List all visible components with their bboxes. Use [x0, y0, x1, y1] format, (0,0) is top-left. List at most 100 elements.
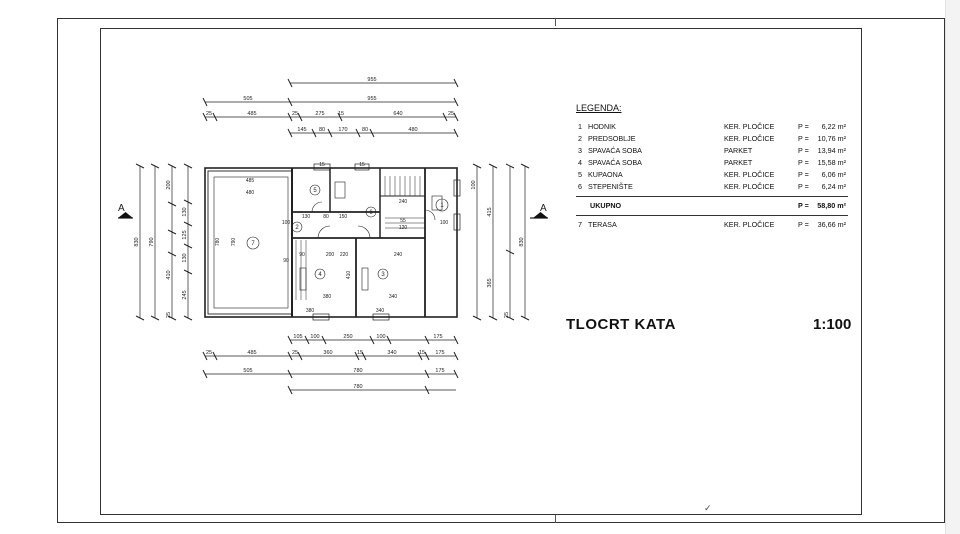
dim-int-5: 80	[323, 214, 329, 220]
dim-int-11: 200	[326, 252, 335, 258]
dim-bot-r2-1: 485	[247, 350, 256, 356]
legend-row-material: KER. PLOČICE	[724, 182, 775, 191]
drawing-title: TLOCRT KATA	[566, 316, 676, 333]
wardrobe-1	[299, 267, 307, 291]
legend-row-p-label: P =	[798, 146, 809, 155]
window-6	[453, 213, 461, 231]
room-number-4: 4	[318, 272, 322, 278]
legend-divider	[576, 196, 848, 197]
dim-bot-r2-6: 15	[419, 350, 425, 356]
terrace-inner-outline	[213, 176, 289, 309]
legend-row: 5 KUPAONA KER. PLOČICE P = 6,06 m²	[576, 170, 846, 182]
dim-bot-r2-0: 25	[206, 350, 212, 356]
legend-row-area: 36,66 m²	[817, 220, 846, 229]
dim-bot-r1-3: 100	[376, 334, 385, 340]
legend-title: LEGENDA:	[576, 103, 622, 113]
dim-int-9: 220	[340, 252, 349, 258]
door-swing-2	[357, 225, 371, 239]
room-circle-3	[377, 268, 389, 280]
dim-bot-r1-2: 250	[343, 334, 352, 340]
dim-int-19: 90	[283, 258, 289, 264]
window-1	[313, 163, 331, 171]
dim-left-8: 25	[166, 312, 172, 318]
legend-row-p-label: P =	[798, 182, 809, 191]
dim-top-r3-2: 25	[292, 111, 298, 117]
legend-row: 2 PREDSOBLJE KER. PLOČICE P = 10,76 m²	[576, 134, 846, 146]
vertical-scrollbar[interactable]	[945, 0, 960, 534]
legend-row-area: 6,24 m²	[821, 182, 846, 191]
dim-right-4: 25	[504, 312, 510, 318]
door-swing-4	[311, 201, 323, 213]
legend-row-number: 2	[578, 134, 582, 143]
section-label-right: A	[540, 203, 547, 214]
dim-bot-r3-1: 780	[353, 368, 362, 374]
legend-row-area: 6,06 m²	[821, 170, 846, 179]
legend-row-p-label: P =	[798, 158, 809, 167]
drawing-sheet-outer-border	[57, 18, 945, 523]
room-number-2: 2	[295, 225, 299, 231]
dim-left-4: 125	[182, 230, 188, 239]
dim-bot-r2-2: 25	[292, 350, 298, 356]
fold-mark-top	[555, 18, 556, 26]
dim-int-17: 340	[376, 308, 385, 314]
dim-int-13: 240	[394, 252, 403, 258]
legend-row: 3 SPAVAĆA SOBA PARKET P = 13,94 m²	[576, 146, 846, 158]
room-number-3: 3	[381, 272, 385, 278]
legend-row-material: KER. PLOČICE	[724, 134, 775, 143]
legend-row-area: 6,22 m²	[821, 122, 846, 131]
dim-top-r1-0: 955	[367, 77, 376, 83]
window-5	[453, 179, 461, 197]
legend-row-material: PARKET	[724, 158, 753, 167]
dim-int-23: 120	[399, 225, 408, 231]
legend-divider	[576, 215, 848, 216]
dim-int-0: 485	[246, 178, 255, 184]
legend-row-material: KER. PLOČICE	[724, 220, 775, 229]
dim-top-r4-2: 170	[338, 127, 347, 133]
dim-top-r2-0: 505	[243, 96, 252, 102]
cabinet	[431, 195, 443, 211]
dim-int-16: 380	[306, 308, 315, 314]
dim-top-r3-1: 485	[247, 111, 256, 117]
legend-row-number: 3	[578, 146, 582, 155]
room-circle-5	[309, 184, 321, 196]
dim-top-r3-3: 275	[315, 111, 324, 117]
legend-row-number: 1	[578, 122, 582, 131]
window-4	[372, 313, 390, 321]
dim-left-2: 200	[166, 180, 172, 189]
dim-int-21: 15	[359, 162, 365, 168]
dim-bot-r4-0: 780	[353, 384, 362, 390]
dim-right-2: 415	[487, 207, 493, 216]
dim-left-7: 245	[182, 290, 188, 299]
dim-right-3: 365	[487, 278, 493, 287]
dim-bot-r3-0: 505	[243, 368, 252, 374]
legend-row-number: 6	[578, 182, 582, 191]
dim-int-8: 100	[282, 220, 291, 226]
dim-int-15: 340	[389, 294, 398, 300]
legend-table: LEGENDA: 1 HODNIK KER. PLOČICE P = 6,22 …	[576, 103, 848, 232]
dim-right-1: 100	[471, 180, 477, 189]
legend-row-room: SPAVAĆA SOBA	[588, 146, 642, 155]
legend-row-material: PARKET	[724, 146, 753, 155]
legend-row: 4 SPAVAĆA SOBA PARKET P = 15,58 m²	[576, 158, 846, 170]
dim-top-r4-3: 80	[362, 127, 368, 133]
dim-bot-r1-1: 100	[310, 334, 319, 340]
dim-top-r4-0: 145	[297, 127, 306, 133]
legend-total-area: 58,80 m²	[817, 201, 846, 210]
legend-row-area: 10,76 m²	[817, 134, 846, 143]
fold-mark-bottom	[555, 515, 556, 523]
dim-int-22: 55	[400, 218, 406, 224]
legend-row: 6 STEPENIŠTE KER. PLOČICE P = 6,24 m²	[576, 182, 846, 194]
dim-top-r3-5: 640	[393, 111, 402, 117]
bathtub	[334, 181, 346, 199]
room-circle-4	[314, 268, 326, 280]
room-number-5: 5	[313, 188, 317, 194]
dim-bot-r2-5: 340	[387, 350, 396, 356]
legend-row-room: KUPAONA	[588, 170, 623, 179]
legend-row-p-label: P =	[798, 122, 809, 131]
legend-row-room: STEPENIŠTE	[588, 182, 633, 191]
legend-row-room: HODNIK	[588, 122, 616, 131]
window-3	[312, 313, 330, 321]
legend-row-room: SPAVAĆA SOBA	[588, 158, 642, 167]
dim-left-6: 410	[166, 270, 172, 279]
